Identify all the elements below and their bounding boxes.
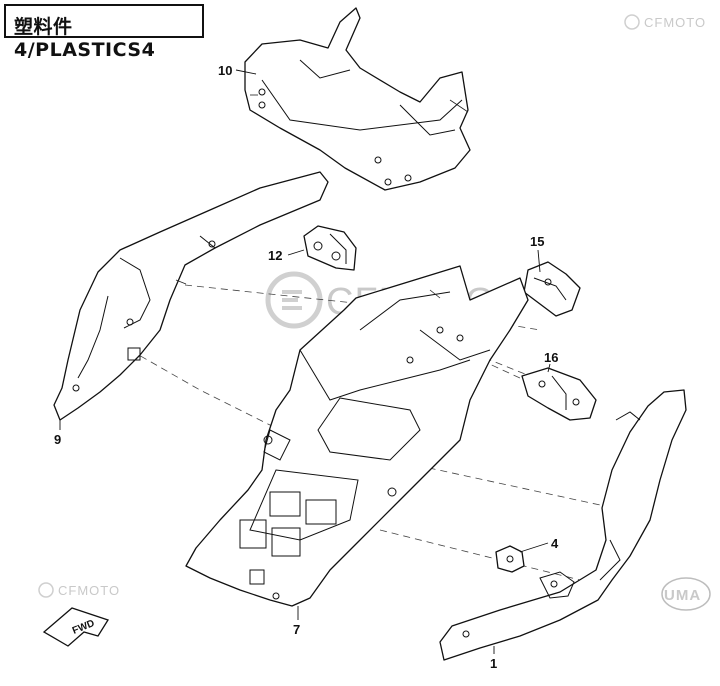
watermark-bottom-left: CFMOTO xyxy=(38,582,120,598)
callout-4: 4 xyxy=(551,536,559,551)
title-box: 塑料件4/PLASTICS4 xyxy=(4,4,204,61)
diagram-title: 塑料件4/PLASTICS4 xyxy=(14,16,156,61)
callout-1: 1 xyxy=(490,656,497,671)
callout-12: 12 xyxy=(268,248,282,263)
svg-text:CFMOTO: CFMOTO xyxy=(58,583,120,598)
callout-16: 16 xyxy=(544,350,558,365)
part-12-bracket xyxy=(303,225,357,271)
part-4-clip xyxy=(495,545,525,573)
fwd-arrow-icon: FWD xyxy=(42,607,109,647)
callout-10: 10 xyxy=(218,63,232,78)
watermark-bottom-right: UMA xyxy=(661,577,711,611)
callout-15: 15 xyxy=(530,234,544,249)
svg-text:CFMOTO: CFMOTO xyxy=(644,15,706,30)
part-1-right-side-cover xyxy=(439,389,687,661)
part-15-bracket xyxy=(523,261,581,317)
part-16-bracket xyxy=(521,367,597,421)
callout-9: 9 xyxy=(54,432,61,447)
part-7-undertray xyxy=(185,265,529,607)
callout-7: 7 xyxy=(293,622,300,637)
part-10-upper-panel xyxy=(244,7,471,191)
svg-text:UMA: UMA xyxy=(664,587,701,604)
watermark-top-right: CFMOTO xyxy=(624,14,706,30)
part-9-left-side-cover xyxy=(53,171,329,421)
callout-leaders xyxy=(59,69,551,654)
